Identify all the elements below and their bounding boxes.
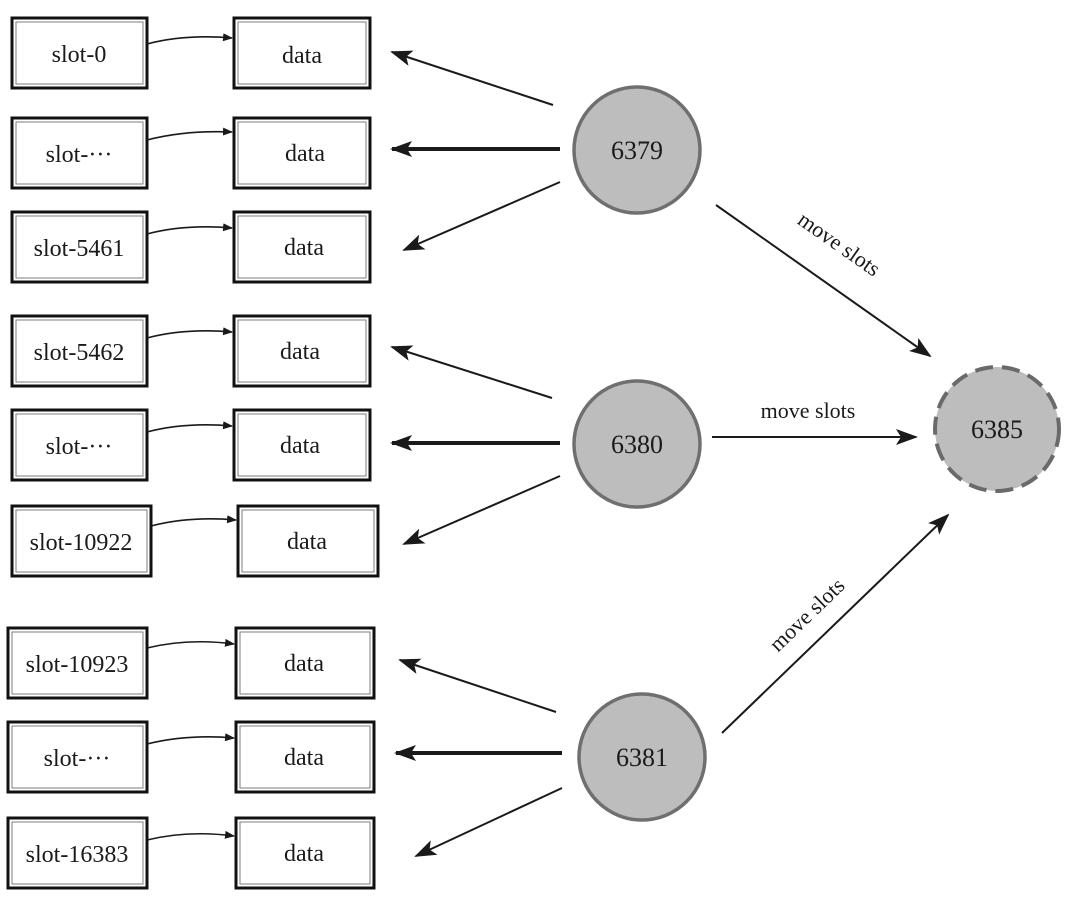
data-box: [236, 504, 380, 578]
slot-label: slot-0: [52, 42, 107, 68]
slot-label: slot-5462: [34, 340, 125, 366]
slot-box-inner: [15, 121, 144, 185]
slot-box-inner: [15, 21, 144, 85]
data-label: data: [284, 651, 324, 677]
slot-label: slot-···: [44, 746, 111, 772]
node-label: 6381: [616, 743, 668, 772]
slot-label: slot-···: [46, 142, 113, 168]
node-6385: [933, 365, 1061, 493]
data-label: data: [284, 745, 324, 771]
slot-to-data-link: [146, 127, 233, 141]
target-node-group: 6385: [933, 365, 1061, 493]
slot-box-inner: [15, 215, 144, 279]
slot-box: [10, 408, 149, 482]
group-6380: slot-5462 data slot-··· data slot-10922 …: [10, 314, 702, 578]
move-slots-arrow: [721, 513, 950, 734]
slot-to-data-link: [146, 638, 235, 649]
data-box: [234, 626, 376, 700]
slot-to-data-link: [146, 327, 233, 339]
node-label: 6379: [611, 136, 663, 165]
data-box-inner: [239, 725, 371, 789]
slot-box: [10, 16, 149, 90]
slot-box: [10, 116, 149, 190]
slot-label: slot-···: [46, 434, 113, 460]
slot-to-data-link: [146, 223, 233, 235]
slot-label: slot-16383: [26, 842, 129, 868]
data-label: data: [287, 529, 327, 555]
group-6379: slot-0 data slot-··· data slot-5461 data…: [10, 16, 702, 284]
data-label: data: [282, 43, 322, 69]
node-to-data-arrow: [414, 787, 563, 857]
node-to-data-arrow: [402, 181, 561, 251]
data-label: data: [285, 141, 325, 167]
move-slots-arrow: [715, 204, 932, 358]
slot-box: [10, 504, 153, 578]
slot-to-data-link: [146, 830, 235, 841]
node-to-data-arrow: [390, 345, 553, 399]
move-slots-label: move slots: [761, 398, 856, 423]
data-box-inner: [241, 509, 375, 573]
slot-to-data-link: [146, 33, 233, 45]
slot-box: [6, 720, 149, 794]
data-box-inner: [237, 413, 367, 477]
node-6381: [577, 692, 707, 822]
slot-box: [6, 816, 149, 890]
data-label: data: [284, 841, 324, 867]
slot-to-data-link: [150, 515, 237, 527]
slot-to-data-link: [146, 421, 233, 433]
data-box-inner: [237, 21, 367, 85]
slot-label: slot-10922: [30, 530, 133, 556]
data-box-inner: [237, 319, 367, 383]
node-to-data-arrow: [398, 658, 557, 713]
node-6380: [572, 379, 702, 509]
slot-box: [6, 626, 149, 700]
data-box-inner: [239, 821, 371, 885]
data-label: data: [284, 235, 324, 261]
data-box: [232, 314, 372, 388]
data-box: [232, 16, 372, 90]
data-label: data: [280, 433, 320, 459]
slot-to-data-link: [146, 733, 235, 745]
data-box: [232, 210, 372, 284]
group-6381: slot-10923 data slot-··· data slot-16383…: [6, 626, 707, 890]
move-slots-label: move slots: [764, 573, 850, 657]
slot-label: slot-5461: [34, 236, 125, 262]
slot-box-inner: [11, 821, 144, 885]
data-box-inner: [237, 121, 367, 185]
node-label: 6380: [611, 430, 663, 459]
node-label: 6385: [971, 415, 1023, 444]
slot-box-inner: [15, 509, 148, 573]
slot-label: slot-10923: [26, 652, 129, 678]
node-to-data-arrow: [390, 50, 554, 106]
node-6379: [572, 85, 702, 215]
data-box-inner: [239, 631, 371, 695]
data-box-inner: [237, 215, 367, 279]
slot-box-inner: [11, 725, 144, 789]
data-box: [234, 720, 376, 794]
data-label: data: [280, 339, 320, 365]
data-box: [232, 408, 372, 482]
slot-box: [10, 314, 149, 388]
data-box: [232, 116, 372, 190]
slot-box-inner: [15, 319, 144, 383]
slot-box-inner: [15, 413, 144, 477]
slot-box: [10, 210, 149, 284]
slot-box-inner: [11, 631, 144, 695]
node-to-data-arrow: [402, 475, 561, 545]
data-box: [234, 816, 376, 890]
